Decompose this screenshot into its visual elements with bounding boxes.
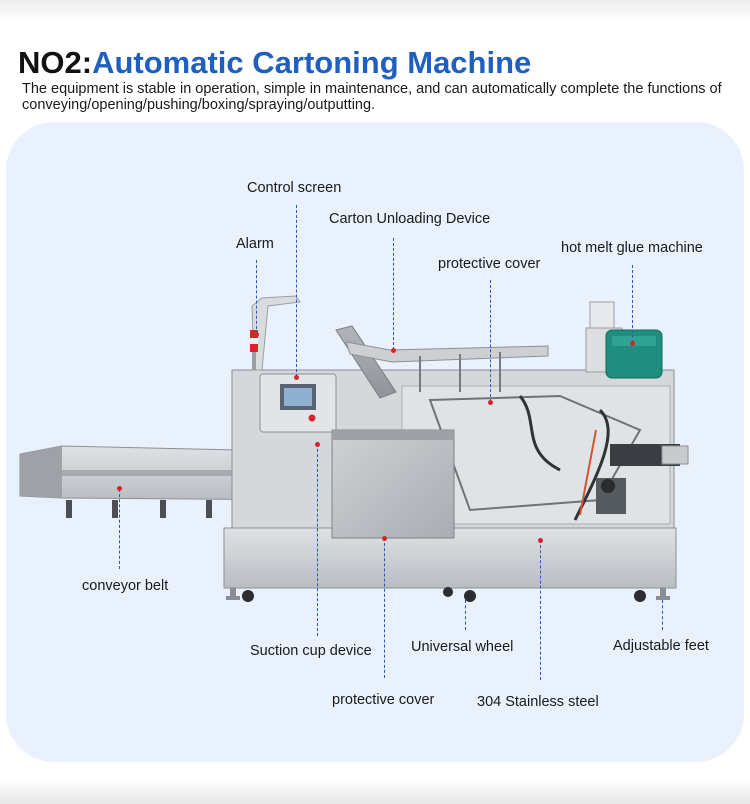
leader-protective-cover-top <box>490 280 491 402</box>
front-protective-cover-shape <box>331 429 455 539</box>
control-screen-shape <box>251 295 337 433</box>
label-conveyor-belt: conveyor belt <box>82 578 169 594</box>
marker-alarm <box>254 332 259 337</box>
leader-suction-cup <box>317 444 318 636</box>
leader-universal-wheel <box>465 600 466 630</box>
page-headline: NO2:Automatic Cartoning Machine <box>18 44 531 82</box>
label-control-screen: Control screen <box>247 180 342 196</box>
label-alarm: Alarm <box>236 236 274 252</box>
label-stainless-steel: 304 Stainless steel <box>477 694 599 710</box>
leader-control-screen <box>296 205 297 377</box>
marker-protective-cover-bottom <box>382 536 387 541</box>
leader-hot-melt-glue <box>632 265 633 343</box>
leader-carton-unloading <box>393 238 394 350</box>
marker-stainless-steel <box>538 538 543 543</box>
leader-stainless-steel <box>540 540 541 680</box>
marker-conveyor-belt <box>117 486 122 491</box>
label-protective-cover-top: protective cover <box>438 256 541 272</box>
description-text: The equipment is stable in operation, si… <box>22 81 722 113</box>
label-universal-wheel: Universal wheel <box>411 639 514 655</box>
headline-title: Automatic Cartoning Machine <box>92 45 532 80</box>
marker-control-screen <box>294 375 299 380</box>
label-hot-melt-glue-machine: hot melt glue machine <box>561 240 703 256</box>
universal-wheels-shape <box>242 587 646 602</box>
top-shade <box>0 0 750 22</box>
leader-adjustable-feet <box>662 600 663 630</box>
leader-protective-cover-bottom <box>384 538 385 678</box>
marker-suction-cup <box>315 442 320 447</box>
leader-conveyor-belt <box>119 489 120 569</box>
marker-protective-cover-top <box>488 400 493 405</box>
label-protective-cover-bottom: protective cover <box>332 692 435 708</box>
adjustable-feet-shape <box>226 588 670 600</box>
bottom-shade <box>0 780 750 804</box>
hot-melt-glue-machine-shape <box>585 301 663 379</box>
leader-alarm <box>256 260 257 334</box>
label-carton-unloading-device: Carton Unloading Device <box>329 211 491 227</box>
headline-number: NO2: <box>18 45 93 80</box>
marker-carton-unloading <box>391 348 396 353</box>
label-adjustable-feet: Adjustable feet <box>613 638 709 654</box>
label-suction-cup-device: Suction cup device <box>250 643 372 659</box>
carton-unloading-device-shape <box>335 325 549 399</box>
marker-hot-melt-glue <box>630 341 635 346</box>
